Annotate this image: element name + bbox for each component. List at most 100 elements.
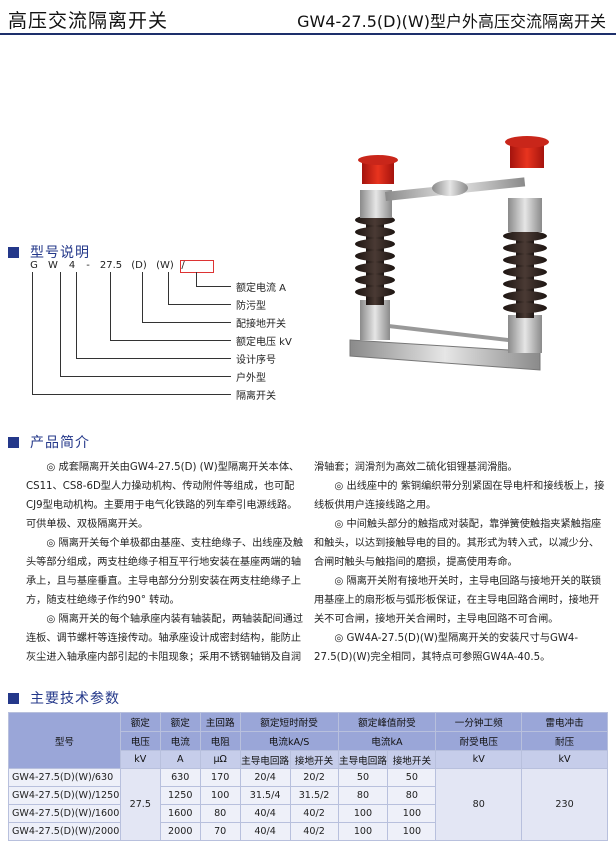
model-code: G W 4 - 27.5 (D) (W) /: [26, 260, 188, 271]
col-header-peak: 电流kA: [337, 731, 437, 751]
cell-st-main: 20/4: [239, 768, 291, 787]
col-header-lightning: 耐压: [521, 731, 608, 751]
tree-connector: [32, 272, 231, 395]
code-label: 额定电流 A: [236, 283, 287, 294]
tree-connector: [60, 272, 231, 377]
col-header-power-freq: 一分钟工频: [435, 712, 523, 732]
col-header-lightning: 雷电冲击: [521, 712, 608, 732]
col-header-short-time: 额定短时耐受: [239, 712, 339, 732]
cell-pk-main: 100: [337, 804, 389, 823]
intro-paragraph: ◎ 隔离开关每个单极都由基座、支柱绝缘子、出线座及触头等部分组成，两支柱绝缘子相…: [26, 538, 304, 606]
intro-section-heading: 产品简介: [8, 432, 90, 452]
cell-st-ground: 31.5/2: [289, 786, 339, 805]
cell-resistance: 100: [199, 786, 241, 805]
code-blank-box: [180, 260, 214, 273]
col-header-power-freq-unit: kV: [435, 750, 523, 769]
spec-table: 型号 额定 额定 主回路 额定短时耐受 额定峰值耐受 一分钟工频 雷电冲击 电压…: [8, 712, 608, 841]
intro-paragraph: ◎ 出线座中的 紫铜编织带分别紧固在导电杆和接线板上，接线板供用户连接线路之用。: [314, 481, 605, 511]
intro-right-column: 滑轴套；润滑剂为高效二硫化钼锂基润滑脂。 ◎ 出线座中的 紫铜编织带分别紧固在导…: [314, 458, 606, 667]
code-label: 配接地开关: [236, 319, 286, 330]
code-label: 防污型: [236, 301, 266, 312]
col-header-lightning-unit: kV: [521, 750, 608, 769]
col-header-power-freq: 耐受电压: [435, 731, 523, 751]
cell-pk-ground: 80: [387, 786, 437, 805]
cell-current: 630: [159, 768, 201, 787]
intro-paragraph: ◎ 成套隔离开关由GW4-27.5(D) (W)型隔离开关本体、CS11、CS8…: [26, 462, 300, 530]
cell-current: 1250: [159, 786, 201, 805]
cell-st-ground: 40/2: [289, 822, 339, 841]
code-char: (D): [131, 260, 147, 271]
sub-header-main: 主导电回路: [337, 750, 389, 769]
header-divider: [0, 33, 616, 35]
col-header-current: 额定: [159, 712, 201, 732]
table-row: GW4-27.5(D)(W)/1250 1250 100 31.5/4 31.5…: [8, 786, 608, 805]
code-char: 27.5: [99, 260, 123, 271]
cell-model: GW4-27.5(D)(W)/630: [8, 768, 121, 787]
right-insulator: [503, 198, 547, 353]
cell-model: GW4-27.5(D)(W)/2000: [8, 822, 121, 841]
cell-pk-ground: 50: [387, 768, 437, 787]
sub-header-ground: 接地开关: [289, 750, 339, 769]
tree-connector: [76, 272, 231, 359]
col-header-model: 型号: [8, 712, 121, 769]
cell-resistance: 70: [199, 822, 241, 841]
model-section-heading: 型号说明: [8, 242, 90, 262]
intro-paragraph: ◎ 隔离开关附有接地开关时，主导电回路与接地开关的联锁用基座上的扇形板与弧形板保…: [314, 576, 602, 625]
col-header-short-time: 电流kA/S: [239, 731, 339, 751]
product-photo: [349, 136, 549, 371]
table-row: GW4-27.5(D)(W)/630 27.5 630 170 20/4 20/…: [8, 768, 608, 841]
left-red-cap: [358, 155, 398, 184]
page-title: 高压交流隔离开关: [8, 10, 169, 32]
col-header-voltage: 额定: [119, 712, 161, 732]
code-char: (W): [156, 260, 174, 271]
code-label: 户外型: [236, 373, 266, 384]
code-char: -: [86, 260, 90, 271]
code-label: 额定电压 kV: [236, 337, 292, 348]
col-header-resistance: 主回路: [199, 712, 241, 732]
col-header-peak: 额定峰值耐受: [337, 712, 437, 732]
col-header-voltage: 电压: [119, 731, 161, 751]
cell-pk-ground: 100: [387, 822, 437, 841]
col-header-current-unit: A: [159, 750, 201, 769]
cell-st-ground: 40/2: [289, 804, 339, 823]
col-header-voltage-unit: kV: [119, 750, 161, 769]
cell-voltage: 27.5: [119, 768, 161, 841]
intro-paragraph: ◎ 隔离开关的每个轴承座内装有轴装配，两轴装配间通过连板、调节螺杆等连接传动。轴…: [26, 614, 304, 663]
left-insulator: [355, 190, 395, 340]
col-header-resistance: 电阻: [199, 731, 241, 751]
model-code-diagram: G W 4 - 27.5 (D) (W) / 额定电流 A 防污型 配接地开关 …: [0, 260, 320, 410]
cell-power-freq: 80: [435, 768, 523, 841]
code-char: 4: [68, 260, 76, 271]
cell-st-ground: 20/2: [289, 768, 339, 787]
intro-left-column: ◎ 成套隔离开关由GW4-27.5(D) (W)型隔离开关本体、CS11、CS8…: [26, 458, 306, 667]
tree-connector: [142, 272, 231, 323]
cell-st-main: 31.5/4: [239, 786, 291, 805]
contact-head: [432, 180, 468, 196]
cell-pk-ground: 100: [387, 804, 437, 823]
col-header-resistance-unit: μΩ: [199, 750, 241, 769]
table-row: GW4-27.5(D)(W)/2000 2000 70 40/4 40/2 10…: [8, 822, 608, 841]
cell-model: GW4-27.5(D)(W)/1250: [8, 786, 121, 805]
cell-lightning: 230: [521, 768, 608, 841]
cell-resistance: 170: [199, 768, 241, 787]
section-bullet-icon: [8, 246, 19, 258]
right-red-cap: [505, 136, 549, 168]
section-bullet-icon: [8, 436, 19, 448]
cell-st-main: 40/4: [239, 804, 291, 823]
cell-pk-main: 50: [337, 768, 389, 787]
product-title: GW4-27.5(D)(W)型户外高压交流隔离开关: [297, 12, 606, 31]
code-label: 设计序号: [236, 355, 276, 366]
code-char: G: [30, 260, 38, 271]
intro-paragraph: ◎ GW4A-27.5(D)(W)型隔离开关的安装尺寸与GW4-27.5(D)(…: [314, 633, 579, 663]
code-label: 隔离开关: [236, 391, 276, 402]
intro-paragraph: ◎ 中间触头部分的触指成对装配，靠弹簧使触指夹紧触指座和触头，以达到接触导电的目…: [314, 519, 602, 568]
link-rod: [379, 323, 526, 344]
sub-header-main: 主导电回路: [239, 750, 291, 769]
base-plate: [349, 339, 541, 371]
cell-st-main: 40/4: [239, 822, 291, 841]
code-char: /: [181, 260, 185, 271]
col-header-current: 电流: [159, 731, 201, 751]
section-bullet-icon: [8, 692, 19, 704]
spec-section-heading: 主要技术参数: [8, 688, 120, 708]
intro-paragraph-continuation: 滑轴套；润滑剂为高效二硫化钼锂基润滑脂。: [314, 462, 518, 473]
